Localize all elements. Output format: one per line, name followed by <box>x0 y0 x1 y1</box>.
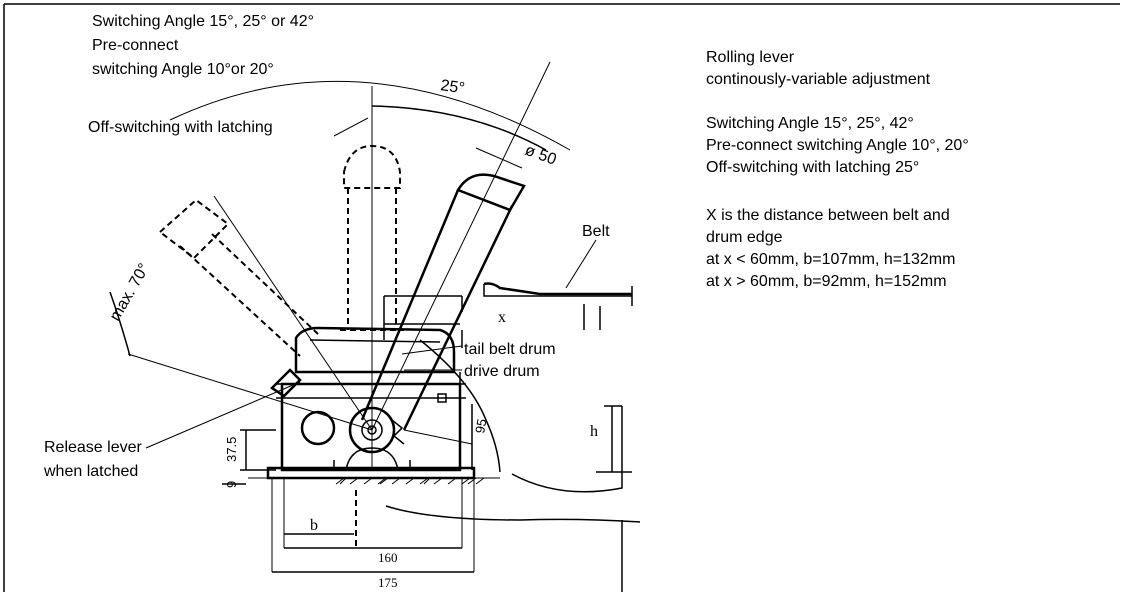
note-case-1: at x < 60mm, b=107mm, h=132mm <box>706 251 955 268</box>
offswitch-leader <box>333 117 369 137</box>
label-h: h <box>590 423 598 440</box>
label-off-switching: Off-switching with latching <box>88 119 273 136</box>
note-spec-switching: Switching Angle 15°, 25°, 42° <box>706 115 914 132</box>
lever-right-solid <box>360 147 526 431</box>
ground-hatch <box>248 477 500 485</box>
note-x-def-2: drum edge <box>706 229 783 246</box>
outer-arc <box>169 80 571 151</box>
label-dim-95: 95 <box>472 418 489 435</box>
label-release-lever-1: Release lever <box>44 439 143 456</box>
label-tail-belt-drum: tail belt drum <box>464 341 556 358</box>
belt-leader <box>565 239 597 289</box>
max70-line <box>127 353 373 431</box>
label-belt: Belt <box>582 223 610 240</box>
label-pre-connect: Pre-connect <box>92 37 179 54</box>
note-spec-offswitch: Off-switching with latching 25° <box>706 159 919 176</box>
drum-edge-curve <box>419 339 501 473</box>
max70-ref-line <box>213 195 373 431</box>
switch-housing <box>266 326 476 480</box>
release-lever-leader <box>145 381 301 449</box>
drum-and-belt <box>383 239 633 592</box>
angle-25-arc <box>371 105 547 151</box>
tail-drum-leader <box>401 345 463 355</box>
note-case-2: at x > 60mm, b=92mm, h=152mm <box>706 273 947 290</box>
label-b: b <box>310 517 318 534</box>
max70-arc <box>109 291 131 357</box>
belt-top <box>483 282 632 296</box>
note-x-def-1: X is the distance between belt and <box>706 207 950 224</box>
lever-left-dashed <box>158 198 319 357</box>
note-rolling-lever: Rolling lever <box>706 49 795 66</box>
angle-25-line <box>371 61 551 431</box>
label-dim-175: 175 <box>378 575 398 590</box>
note-adjustment: continously-variable adjustment <box>706 71 931 88</box>
label-dim-160: 160 <box>378 550 398 565</box>
label-angle-25: 25° <box>439 77 465 97</box>
belt-bottom <box>483 284 632 297</box>
dia50-leader <box>475 147 523 169</box>
label-max-70: max. 70° <box>107 261 153 324</box>
bottom-dimensions <box>222 404 641 573</box>
label-drive-drum: drive drum <box>464 363 540 380</box>
label-switching-angle: Switching Angle 15°, 25° or 42° <box>92 13 314 30</box>
label-pre-connect-angle: switching Angle 10°or 20° <box>92 61 274 78</box>
label-release-lever-2: when latched <box>43 463 138 480</box>
label-dia-50: ø 50 <box>523 142 559 169</box>
note-spec-preconnect: Pre-connect switching Angle 10°, 20° <box>706 137 969 154</box>
label-x: x <box>498 309 506 326</box>
drum-contour <box>511 406 623 493</box>
label-dim-37-5: 37.5 <box>224 437 239 462</box>
label-dim-9: 9 <box>224 481 239 488</box>
h-dimension <box>596 405 632 473</box>
